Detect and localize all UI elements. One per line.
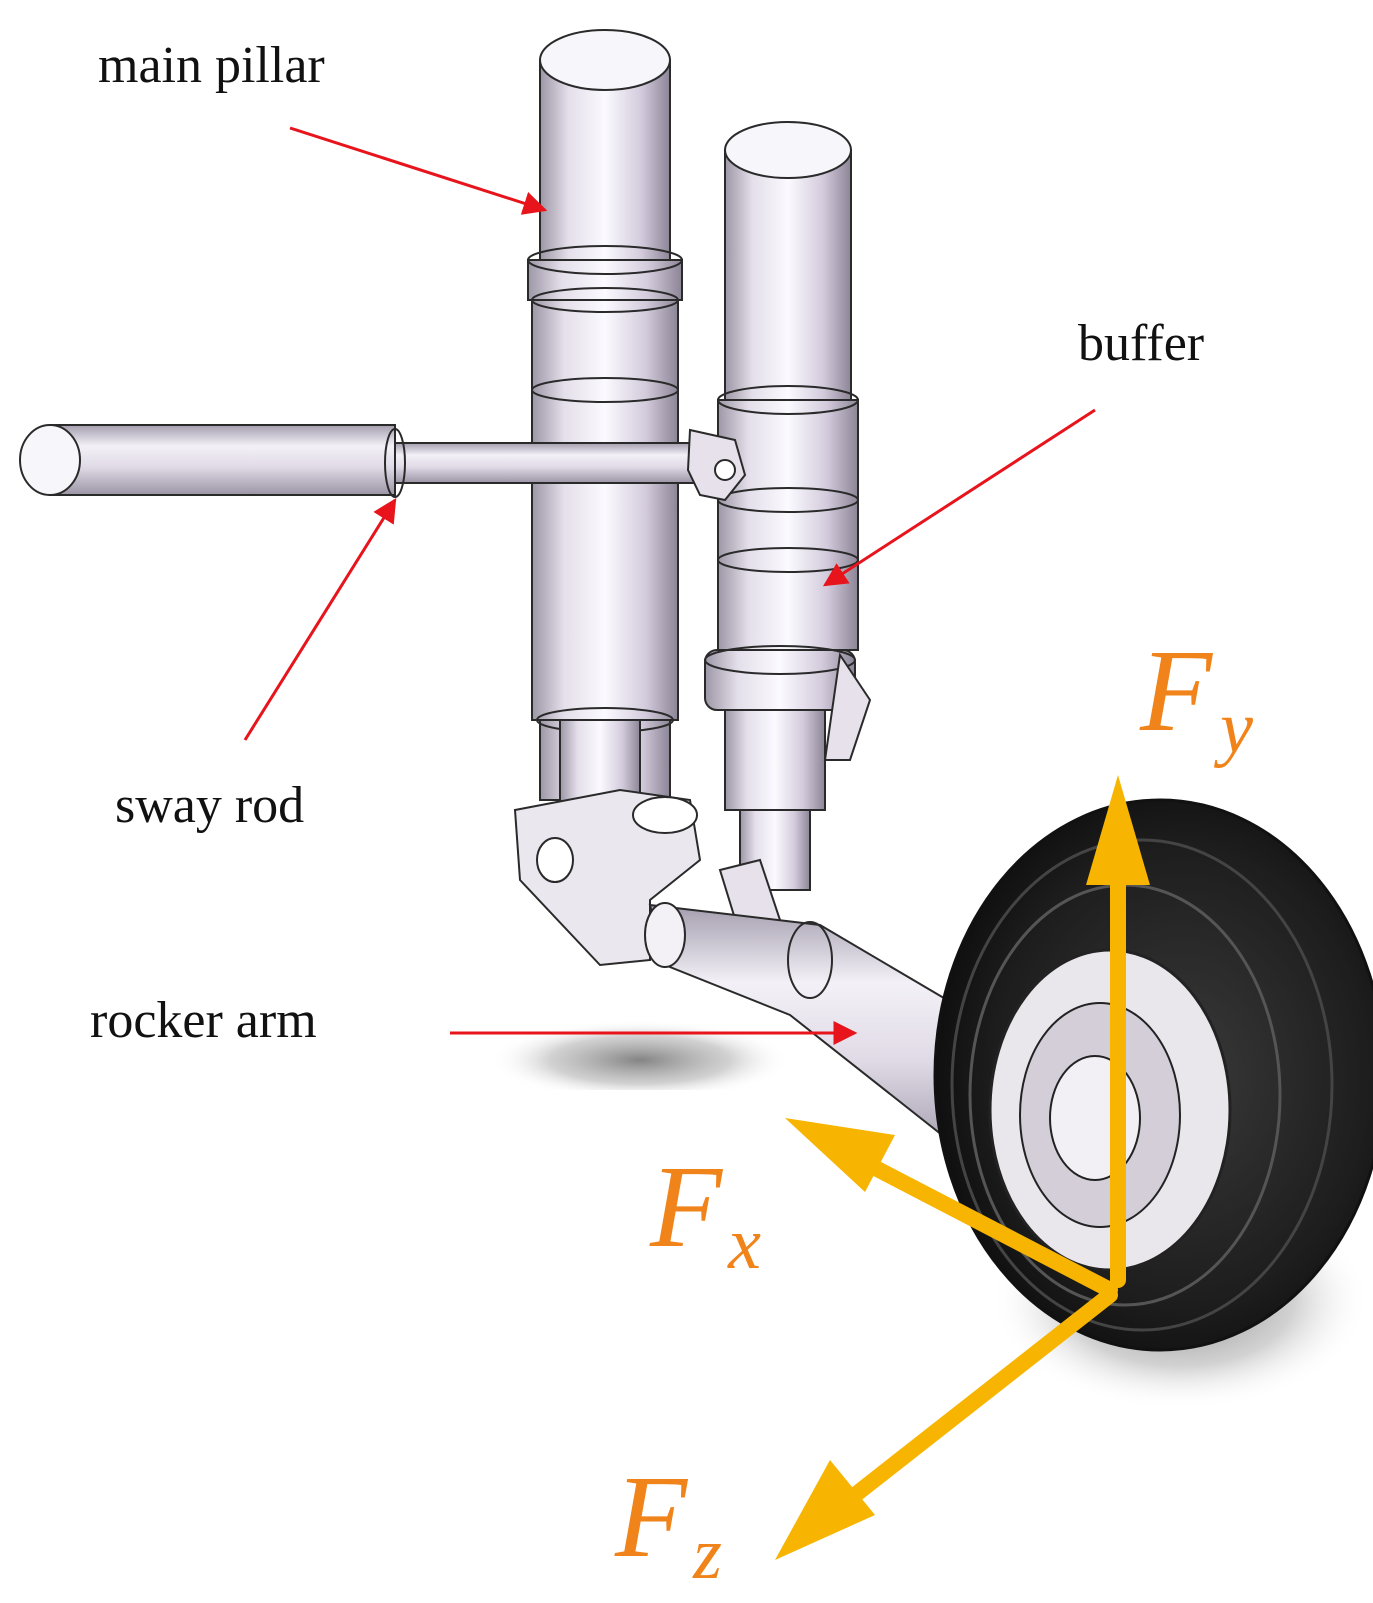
sway-rod-label: sway rod [115,777,305,834]
force-y-symbol: F [1140,625,1213,756]
buffer-part [704,121,872,891]
force-vectors [775,775,1150,1560]
rocker-arm-label: rocker arm [90,992,317,1049]
bracket-part [513,788,782,967]
main-pillar-part [527,29,683,821]
force-x-label: Fx [650,1148,761,1282]
wheel-part [933,798,1373,1352]
force-z-subscript: z [693,1513,722,1595]
force-x-symbol: F [650,1141,723,1272]
main-pillar-leader [289,126,548,215]
force-z-arrowhead [775,1460,875,1560]
buffer-label: buffer [1078,315,1205,372]
sway-rod-part [19,424,747,502]
force-z-arrow [847,1287,1118,1503]
force-z-label: Fz [615,1458,722,1592]
force-x-arrowhead [785,1118,895,1192]
main-pillar-label: main pillar [98,37,325,94]
force-x-subscript: x [728,1203,761,1285]
force-z-symbol: F [615,1451,688,1582]
force-y-subscript: y [1220,687,1253,769]
force-y-arrowhead [1086,775,1150,885]
sway-rod-leader [243,497,397,741]
buffer-leader [822,408,1096,587]
leader-arrows [243,126,1096,1045]
force-x-arrow [852,1152,1118,1298]
